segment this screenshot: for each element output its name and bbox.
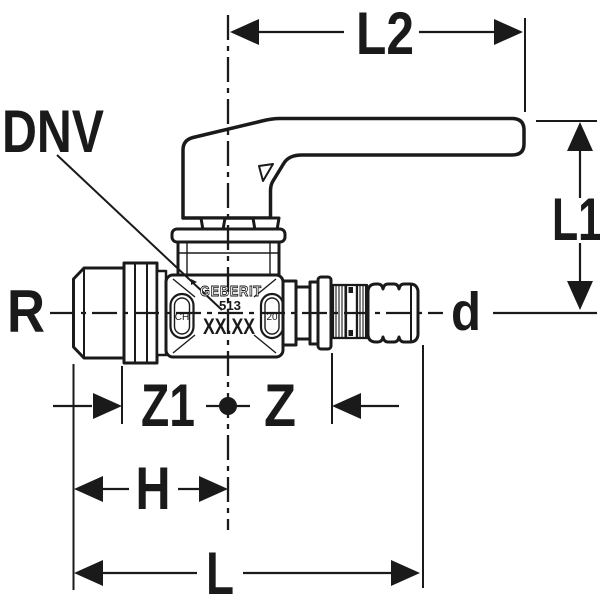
label-z1: Z1 [141,372,195,439]
l2-arrow-right [494,19,523,45]
dnv-leader-line [56,154,223,311]
body-edge-bl [172,334,196,354]
l2-arrow-left [230,19,259,45]
body-edge-tr [253,278,277,298]
dimension-l1 [536,120,597,310]
marking-series: 513 [219,298,241,313]
dimension-l2 [230,18,526,112]
label-l: L [206,540,234,600]
label-h: H [136,455,171,522]
z-arrow [332,393,361,419]
valve-body [164,273,285,359]
label-r: R [7,278,45,345]
body-edge-tl [172,278,196,298]
label-d: d [451,282,481,342]
h-arrow-left [74,476,103,502]
sleeve-indicator-top [348,287,353,293]
sleeve-indicator-bottom [348,330,353,336]
h-arrow-right [199,476,228,502]
body-edge-br [253,334,277,354]
body-left-cap [169,292,195,340]
z1-arrow [93,393,122,419]
handle-direction-marker [258,163,274,182]
body-right-cap-inner [264,297,280,335]
l1-arrow-up [567,122,593,151]
label-l2: L2 [356,0,414,67]
brand-triangle-icon [191,279,197,285]
lever-handle [181,116,526,220]
l1-arrow-down [567,281,593,310]
label-z: Z [264,372,296,439]
dimension-h [74,476,228,502]
l-arrow-right [391,560,420,586]
body-left-cap-inner [173,297,191,335]
label-l1: L1 [552,186,600,253]
marking-date-code: XX.XX [203,314,255,339]
center-reference-dot [219,397,237,415]
handle-outline [181,116,526,220]
press-sleeve [331,283,369,340]
marking-left-cap: CH [175,312,189,323]
knurl-lines-2 [359,286,367,337]
marking-brand: GEBERIT [200,283,262,300]
label-dnv: DNV [2,98,104,165]
body-markings: GEBERIT 513 XX.XX CH 20 [175,279,278,339]
centerlines [50,15,597,530]
dimension-z1-z [53,353,399,424]
l-arrow-left [74,560,103,586]
dimension-l [72,345,424,590]
marking-right-cap: 20 [266,312,278,323]
